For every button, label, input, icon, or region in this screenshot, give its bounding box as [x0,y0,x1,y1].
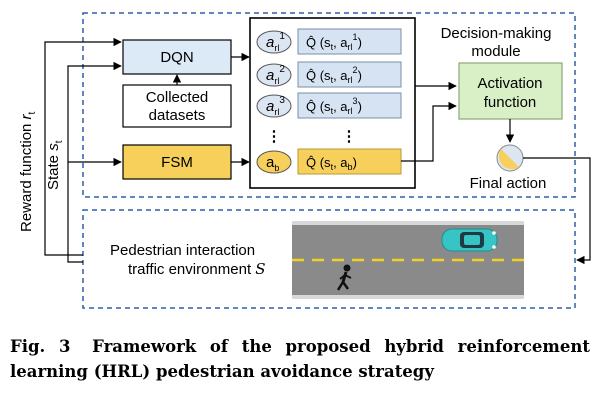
q-value-rl1-box [297,28,402,55]
q-value-rl2-box [297,61,402,88]
q-value-rl3-box [297,92,402,119]
environment-label-line2: traffic environment S [128,260,266,278]
q-value-b-box [297,148,402,175]
caption-text: Framework of the proposed hybrid reinfor… [10,337,590,381]
action-rl1-label: arl1 [266,31,285,53]
module-label-line1: Decision-making [441,25,552,42]
action-rl3-ellipse [256,94,292,118]
action-row-rl3: arl3 Q̂ (st, arl3) [256,92,402,119]
car-icon [441,228,498,252]
action-ellipsis: ⋮ [267,128,282,145]
fsm-box: FSM [122,144,232,180]
final-action-icon [496,144,524,172]
module-label-line2: module [471,43,520,60]
action-row-rl1: arl1 Q̂ (st, arl1) [256,28,402,55]
activation-label-line2: function [484,94,537,111]
q-value-rl2-label: Q̂ (st, arl2) [306,65,362,85]
environment-label-line1: Pedestrian interaction [110,242,255,259]
arrow-fsm-q-to-activation [401,101,457,162]
environment-module-border [82,209,576,309]
dqn-label: DQN [160,49,193,66]
collected-label-line2: datasets [149,107,206,124]
reward-function-label: Reward function rt [18,111,38,232]
action-row-b: ab Q̂ (st, ab) [256,148,402,175]
arrow-final-to-environment [523,157,591,265]
figure-caption: Fig. 3 Framework of the proposed hybrid … [10,334,590,384]
fsm-label: FSM [161,154,193,171]
state-label: State st [45,140,65,190]
final-action-label: Final action [470,175,547,192]
collected-datasets-box: Collected datasets [122,84,232,128]
q-value-b-label: Q̂ (st, ab) [306,155,357,172]
action-rl2-ellipse [256,63,292,87]
action-row-rl2: arl2 Q̂ (st, arl2) [256,61,402,88]
caption-figure-number: Fig. 3 [10,337,71,356]
decision-making-module-border [82,12,576,198]
action-b-label: ab [266,154,279,173]
q-value-rl1-label: Q̂ (st, arl1) [306,32,362,52]
action-b-ellipse [256,150,292,174]
pedestrian-icon [336,264,352,291]
dqn-box: DQN [122,39,232,75]
state-feedback-line [67,61,122,263]
action-rl1-ellipse [256,30,292,54]
action-rl2-label: arl2 [266,64,285,86]
reward-feedback-line [44,37,122,256]
road-scene-image [292,221,524,299]
q-value-ellipsis: ⋮ [342,128,357,145]
activation-label-line1: Activation [477,75,542,92]
q-value-rl3-label: Q̂ (st, arl3) [306,96,362,116]
activation-function-box: Activation function [458,62,563,120]
collected-label-line1: Collected [146,89,209,106]
action-rl3-label: arl3 [266,95,285,117]
